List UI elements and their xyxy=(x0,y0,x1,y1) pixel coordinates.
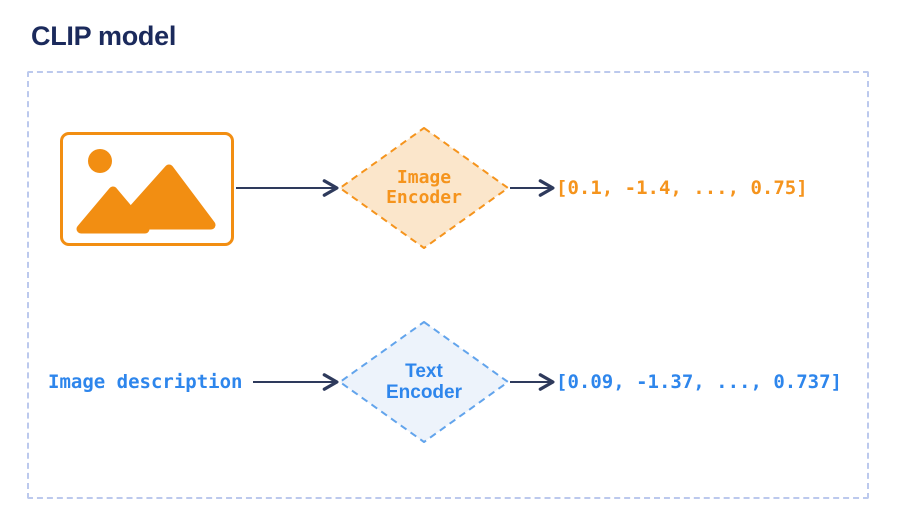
text-embedding-vector: [0.09, -1.37, ..., 0.737] xyxy=(556,371,842,393)
image-icon xyxy=(60,132,234,246)
sun-icon xyxy=(88,149,112,173)
image-embedding-vector: [0.1, -1.4, ..., 0.75] xyxy=(556,177,808,199)
image-encoder-label: Image Encoder xyxy=(386,167,462,208)
image-description-label: Image description xyxy=(48,371,243,393)
diamond-shape xyxy=(339,127,509,249)
diagram-container xyxy=(27,71,869,499)
text-encoder-label: Text Encoder xyxy=(385,361,463,403)
page-title: CLIP model xyxy=(31,21,177,51)
mountain-large-icon xyxy=(114,164,216,230)
diamond-shape xyxy=(339,321,509,443)
text-encoder-node: Text Encoder xyxy=(338,320,510,444)
image-encoder-node: Image Encoder xyxy=(338,126,510,250)
